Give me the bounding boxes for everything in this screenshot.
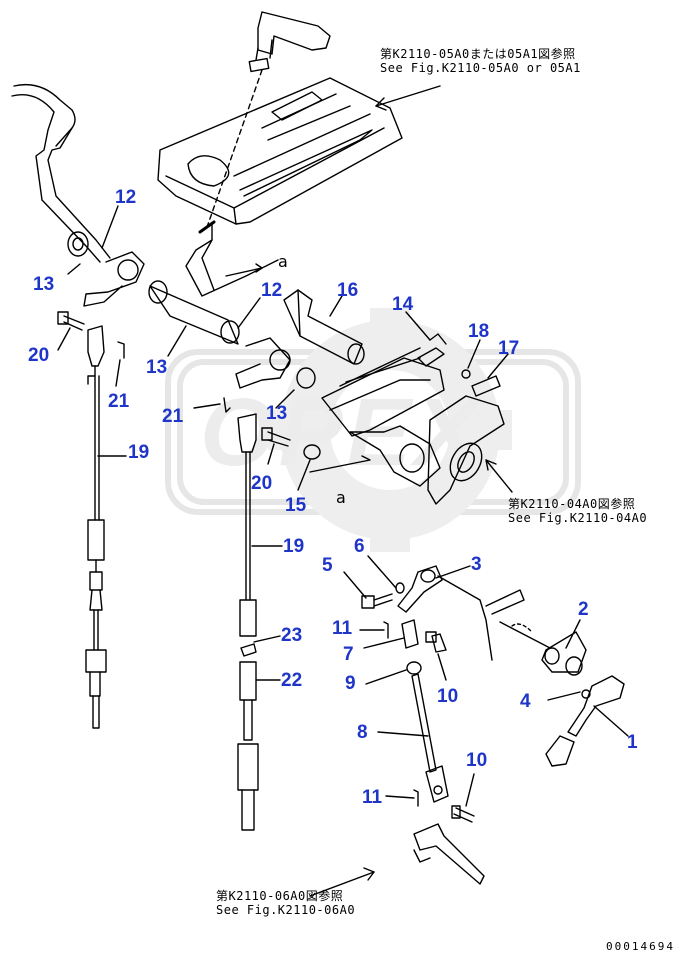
diagram-code: 00014694 — [606, 940, 675, 953]
reference-note-1-jp: 第K2110-05A0または05A1図参照 — [380, 47, 576, 61]
reference-note-3-jp: 第K2110-06A0図参照 — [216, 889, 344, 903]
callout-12: 12 — [261, 280, 283, 301]
callout-19: 19 — [128, 442, 150, 463]
callout-23: 23 — [281, 625, 303, 646]
callout-9: 9 — [345, 673, 356, 694]
callout-12: 12 — [115, 187, 137, 208]
callout-21: 21 — [108, 391, 130, 412]
callout-1: 1 — [627, 732, 638, 753]
callout-22: 22 — [281, 670, 303, 691]
callout-11: 11 — [362, 787, 383, 808]
reference-note-3: 第K2110-06A0図参照 See Fig.K2110-06A0 — [216, 889, 355, 917]
callout-5: 5 — [322, 555, 333, 576]
reference-note-2-en: See Fig.K2110-04A0 — [508, 511, 648, 525]
callout-19: 19 — [283, 536, 305, 557]
callout-16: 16 — [337, 280, 359, 301]
callout-13: 13 — [33, 274, 55, 295]
callout-10: 10 — [437, 686, 459, 707]
callout-13: 13 — [146, 357, 168, 378]
callout-4: 4 — [520, 691, 531, 712]
reference-note-2-jp: 第K2110-04A0図参照 — [508, 497, 636, 511]
callout-20: 20 — [251, 473, 273, 494]
annotation-a-lower: a — [336, 488, 346, 507]
callout-7: 7 — [343, 644, 354, 665]
annotation-a-upper: a — [278, 252, 288, 271]
reference-note-1: 第K2110-05A0または05A1図参照 See Fig.K2110-05A0… — [380, 47, 581, 75]
callout-15: 15 — [285, 495, 307, 516]
reference-note-1-en: See Fig.K2110-05A0 or 05A1 — [380, 61, 581, 75]
callout-14: 14 — [392, 294, 414, 315]
callout-17: 17 — [498, 338, 520, 359]
callout-6: 6 — [354, 536, 365, 557]
callout-8: 8 — [357, 722, 368, 743]
callout-3: 3 — [471, 554, 482, 575]
callout-20: 20 — [28, 345, 50, 366]
callout-2: 2 — [578, 599, 589, 620]
callout-18: 18 — [468, 321, 490, 342]
callout-13: 13 — [266, 403, 288, 424]
reference-note-3-en: See Fig.K2110-06A0 — [216, 903, 356, 917]
callout-21: 21 — [162, 406, 184, 427]
callout-11: 11 — [332, 618, 353, 639]
reference-note-2: 第K2110-04A0図参照 See Fig.K2110-04A0 — [508, 497, 647, 525]
callout-10: 10 — [466, 750, 488, 771]
